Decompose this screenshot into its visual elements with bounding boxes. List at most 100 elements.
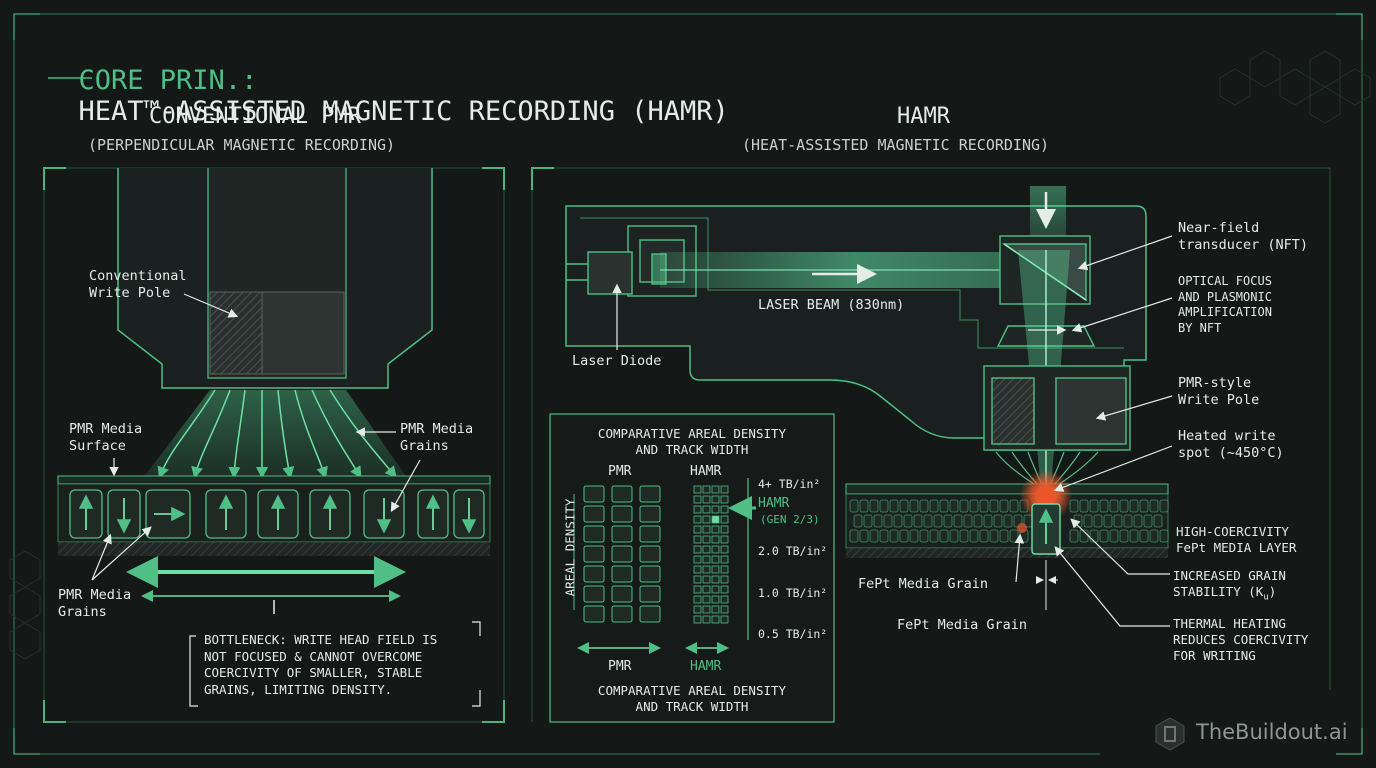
pmr-density-cell xyxy=(583,565,605,583)
fept-grain xyxy=(869,529,879,543)
pmr-style-pole-label: PMR-style Write Pole xyxy=(1178,375,1260,408)
fept-grain xyxy=(1139,499,1149,513)
hamr-density-cell xyxy=(711,525,720,534)
pmr-density-cell xyxy=(583,545,605,563)
fept-grain xyxy=(983,514,993,528)
hamr-density-cell xyxy=(720,615,729,624)
pmr-density-grid xyxy=(583,485,661,623)
fept-grain xyxy=(1129,529,1139,543)
density-col-pmr: PMR xyxy=(608,464,632,479)
fept-grain xyxy=(1143,514,1153,528)
fept-grain xyxy=(1139,529,1149,543)
fept-grain xyxy=(939,499,949,513)
hamr-density-cell xyxy=(720,555,729,564)
hamr-density-cell xyxy=(693,485,702,494)
pmr-density-cell xyxy=(611,605,633,623)
optical-focus-label: OPTICAL FOCUS AND PLASMONIC AMPLIFICATIO… xyxy=(1178,274,1272,335)
hamr-density-cell xyxy=(702,525,711,534)
fept-grain xyxy=(949,499,959,513)
fept-grain xyxy=(1133,514,1143,528)
fept-grain xyxy=(859,529,869,543)
fept-grain xyxy=(1149,499,1159,513)
fept-grain xyxy=(1159,529,1169,543)
hamr-density-cell xyxy=(720,535,729,544)
pmr-write-pole xyxy=(209,291,263,375)
fept-grain xyxy=(969,529,979,543)
hamr-density-cell xyxy=(693,605,702,614)
hamr-density-cell xyxy=(711,595,720,604)
fept-grain xyxy=(1119,499,1129,513)
fept-grain xyxy=(949,529,959,543)
fept-grain xyxy=(849,499,859,513)
nft-label: Near-field transducer (NFT) xyxy=(1178,220,1309,253)
hamr-density-cell xyxy=(693,615,702,624)
thermal-heating-label: THERMAL HEATING REDUCES COERCIVITY FOR W… xyxy=(1173,616,1309,663)
hamr-density-cell xyxy=(702,585,711,594)
grain-stability-subscript: u xyxy=(1263,592,1269,603)
hamr-density-cell xyxy=(693,535,702,544)
density-tick-1: 4+ TB/in² xyxy=(758,477,821,491)
hamr-density-cell xyxy=(711,575,720,584)
hamr-density-grid xyxy=(693,485,729,624)
hamr-density-cell xyxy=(693,515,702,524)
hamr-density-cell xyxy=(702,535,711,544)
density-tick-4: 0.5 TB/in² xyxy=(758,627,828,641)
fept-grain xyxy=(979,529,989,543)
hamr-density-cell xyxy=(711,545,720,554)
fept-grain xyxy=(859,499,869,513)
fept-grain-label-2: FePt Media Grain xyxy=(897,617,1028,633)
hamr-density-cell xyxy=(693,585,702,594)
grain-stability-label: INCREASED GRAIN STABILITY (Ku) xyxy=(1173,568,1286,606)
fept-grain xyxy=(1103,514,1113,528)
hamr-heading: HAMR xyxy=(897,104,950,129)
density-col-pmr-bottom: PMR xyxy=(608,659,632,674)
hamr-density-cell xyxy=(702,575,711,584)
hamr-density-cell xyxy=(720,605,729,614)
pmr-density-cell xyxy=(639,505,661,523)
hamr-density-cell xyxy=(693,505,702,514)
hamr-density-cell xyxy=(720,525,729,534)
fept-grain xyxy=(903,514,913,528)
pmr-field-lines xyxy=(157,389,397,479)
density-hamr-marker-sub: (GEN 2/3) xyxy=(760,513,820,526)
density-title-bottom: COMPARATIVE AREAL DENSITY AND TRACK WIDT… xyxy=(597,683,787,714)
fept-grain xyxy=(929,529,939,543)
hamr-density-cell xyxy=(711,605,720,614)
fept-grain xyxy=(883,514,893,528)
hamr-density-cell xyxy=(711,485,720,494)
fept-grain xyxy=(853,514,863,528)
pmr-density-cell xyxy=(583,585,605,603)
fept-grain xyxy=(999,529,1009,543)
hamr-density-cell xyxy=(693,575,702,584)
hamr-density-cell xyxy=(720,515,729,524)
bottleneck-text: BOTTLENECK: WRITE HEAD FIELD IS NOT FOCU… xyxy=(204,632,438,697)
hamr-density-cell xyxy=(702,615,711,624)
grain-stability-text: INCREASED GRAIN STABILITY (K xyxy=(1173,568,1286,599)
title-prefix: CORE PRIN.: xyxy=(78,65,258,96)
density-col-hamr-bottom: HAMR xyxy=(690,659,722,674)
hamr-density-cell xyxy=(693,495,702,504)
fept-grain xyxy=(969,499,979,513)
density-y-label: AREAL DENSITY xyxy=(562,498,578,597)
hamr-density-cell xyxy=(702,565,711,574)
hamr-density-cell xyxy=(720,545,729,554)
fept-grain xyxy=(999,499,1009,513)
fept-grain xyxy=(913,514,923,528)
hamr-density-cell xyxy=(711,615,720,624)
pmr-heading: CONVENTIONAL PMR xyxy=(149,104,361,129)
hamr-density-cell xyxy=(693,595,702,604)
fept-grain xyxy=(1089,529,1099,543)
density-tick-3: 1.0 TB/in² xyxy=(758,586,828,600)
hamr-density-cell xyxy=(702,505,711,514)
watermark: TheBuildout.ai xyxy=(1196,720,1348,744)
density-hamr-marker: HAMR xyxy=(758,496,790,511)
fept-grain xyxy=(1009,499,1019,513)
fept-grain xyxy=(963,514,973,528)
pmr-density-cell xyxy=(611,545,633,563)
fept-grain xyxy=(1083,514,1093,528)
fept-grain xyxy=(889,529,899,543)
fept-grain xyxy=(1129,499,1139,513)
hamr-density-cell xyxy=(702,545,711,554)
fept-grain xyxy=(959,499,969,513)
pmr-density-cell xyxy=(639,525,661,543)
